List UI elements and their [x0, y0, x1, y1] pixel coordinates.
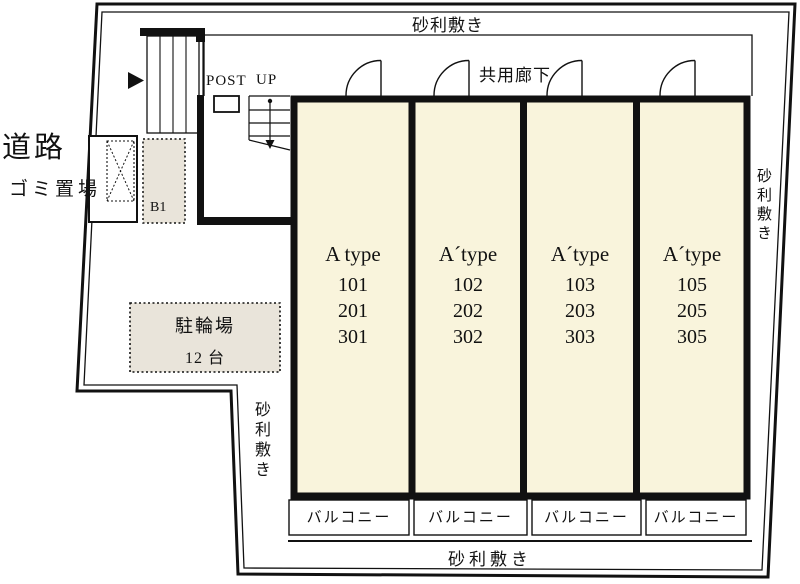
b1-label: B1	[150, 200, 167, 215]
unit-4-room-2f: 205	[677, 300, 707, 322]
balcony-3-label: バルコニー	[544, 510, 629, 526]
door-unit-2	[433, 59, 470, 96]
unit-3-room-3f: 303	[565, 326, 595, 348]
entrance-arrow-icon	[128, 72, 144, 89]
bicycle-capacity-label: 12 台	[184, 350, 225, 367]
gravel-label-bottom: 砂利敷き	[448, 550, 532, 569]
balcony-box-4	[645, 499, 747, 536]
post-label: POST	[206, 73, 247, 89]
hall-walls	[196, 28, 297, 225]
b1-zone	[142, 138, 186, 224]
unit-2-room-3f: 302	[453, 326, 483, 348]
property-boundary-inner	[83, 11, 790, 571]
unit-4-label: A´type 105 205 305	[640, 242, 744, 350]
unit-2-label: A´type 102 202 302	[416, 242, 520, 350]
unit-3-room-2f: 203	[565, 300, 595, 322]
balcony-box-1	[288, 499, 410, 536]
unit-3-room-1f: 103	[565, 274, 595, 296]
up-arrow-start-dot	[267, 98, 273, 104]
unit-4-room-1f: 105	[677, 274, 707, 296]
unit-1-room-1f: 101	[338, 274, 368, 296]
unit-2-room-2f: 202	[453, 300, 483, 322]
bicycle-parking-label: 駐輪場	[175, 316, 235, 336]
exterior-stairs	[140, 28, 200, 134]
unit-1-room-3f: 301	[338, 326, 368, 348]
balcony-4-label: バルコニー	[653, 510, 739, 526]
door-unit-4	[659, 59, 696, 96]
common-corridor-label: 共用廊下	[479, 66, 551, 85]
garbage-area-label: ゴミ置場	[9, 179, 102, 200]
unit-block	[290, 95, 751, 500]
unit-4-room-3f: 305	[677, 326, 707, 348]
balcony-1-label: バルコニー	[306, 510, 392, 526]
stairs-top-wall	[140, 28, 200, 36]
unit-1-label: A type 101 201 301	[298, 242, 408, 350]
balconies	[288, 499, 752, 542]
unit-2-type: A´type	[438, 242, 498, 266]
unit-doors	[345, 59, 696, 96]
garbage-room	[88, 135, 138, 223]
bicycle-zone	[129, 302, 281, 373]
door-unit-3	[546, 59, 583, 96]
road-label: 道路	[2, 132, 67, 164]
balcony-2-label: バルコニー	[428, 510, 513, 526]
up-stairs	[248, 95, 291, 151]
door-unit-1	[345, 59, 382, 96]
unit-1-type: A type	[325, 242, 381, 266]
unit-4-type: A´type	[662, 242, 722, 266]
unit-2-room-1f: 102	[453, 274, 483, 296]
property-boundary	[75, 2, 797, 579]
unit-1-room-2f: 201	[338, 300, 368, 322]
unit-3-label: A´type 103 203 303	[527, 242, 633, 350]
gravel-label-right: 砂利敷き	[755, 168, 771, 244]
balcony-box-3	[531, 499, 642, 536]
property-boundary-outer	[75, 2, 797, 579]
gravel-label-top: 砂利敷き	[412, 16, 484, 35]
balcony-box-2	[413, 499, 528, 536]
gravel-label-left: 砂利敷き	[252, 401, 269, 481]
post-box	[213, 95, 240, 113]
up-label: UP	[256, 72, 278, 88]
unit-3-type: A´type	[550, 242, 610, 266]
up-arrow-head	[265, 140, 275, 149]
corridor-outline	[203, 34, 753, 96]
